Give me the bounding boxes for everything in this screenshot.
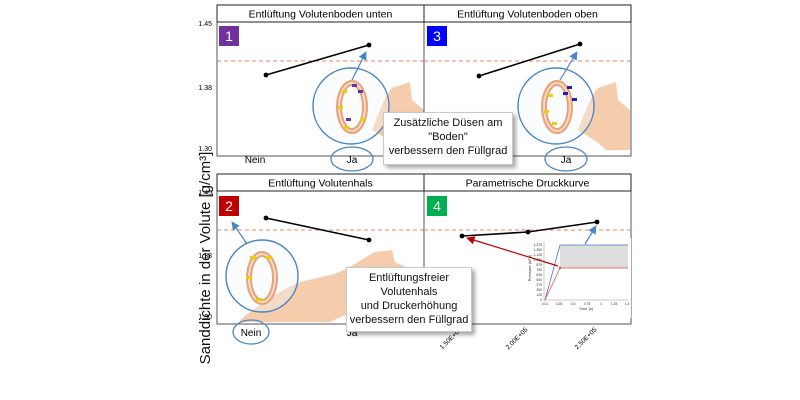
highlight-ring: [232, 319, 270, 345]
inset-y-tick: 1,250: [534, 248, 543, 252]
panel-badge-number: 4: [433, 198, 441, 214]
inset-y-tick: 125: [536, 293, 542, 297]
inset-x-tick: 1.25: [611, 302, 618, 306]
pointer-arrow: [231, 221, 248, 245]
pointer-arrow-red: [466, 236, 559, 267]
inset-band: [560, 245, 628, 268]
callout-line: "Boden": [428, 131, 468, 143]
callout-line: verbessern den Füllgrad: [349, 314, 469, 326]
inset-y-tick: 375: [536, 283, 542, 287]
callout-line: und Druckerhöhung: [360, 300, 458, 312]
y-tick-label: 1.45: [198, 21, 212, 28]
highlight-ring: [544, 146, 588, 172]
panel-badge-number: 3: [433, 28, 441, 44]
callout-line: Entlüftungsfreier: [368, 272, 450, 284]
panel-badge-number: 1: [225, 28, 233, 44]
inset-y-tick: 0: [540, 298, 542, 302]
data-point: [476, 73, 482, 79]
pointer-arrow-blue: [584, 225, 597, 245]
x-tick-label: 2.00E+05: [505, 326, 530, 351]
inset-y-tick: 250: [536, 288, 542, 292]
callout-neck-pressure-note: Entlüftungsfreier Volutenhals und Drucke…: [346, 267, 472, 332]
panel-badge: [427, 26, 447, 46]
highlight-ring: [330, 146, 374, 172]
inset-x-tick: 0.25: [556, 302, 563, 306]
series-line: [265, 217, 370, 241]
inset-y-tick: 750: [536, 268, 542, 272]
data-point: [263, 215, 269, 221]
chart-panel-2: Entlüftung Volutenhals 2 1.45 1.38 1.30 …: [198, 173, 425, 345]
inset-y-tick: 625: [536, 273, 542, 277]
inset-x-label: Time (s): [579, 306, 594, 311]
data-point: [263, 72, 269, 78]
y-tick-label: 1.30: [198, 146, 212, 153]
data-point: [594, 219, 600, 225]
chart-panel-3: Entlüftung Volutenboden oben 3 Ja: [423, 4, 632, 172]
panel-badge-number: 2: [225, 198, 233, 214]
callout-nozzles-note: Zusätzliche Düsen am "Boden" verbessern …: [383, 112, 513, 165]
inset-x-tick: 1.5: [625, 302, 630, 306]
y-tick-label: 1.45: [198, 190, 212, 197]
x-category-label: Nein: [245, 155, 266, 166]
pressure-curve-inset: Pressure (kPa) 1,375 1,250 1,125 1,000 8…: [527, 238, 631, 318]
data-point: [525, 229, 531, 235]
inset-y-tick: 1,125: [534, 253, 543, 257]
inset-y-tick: 500: [536, 278, 542, 282]
inset-x-tick: 0.01: [542, 302, 549, 306]
panel-badge: [219, 26, 239, 46]
panel-title: Entlüftung Volutenhals: [268, 178, 373, 190]
callout-line: verbessern den Füllgrad: [388, 145, 508, 157]
y-axis-label: Sanddichte in der Volute [g/cm³]: [197, 152, 214, 365]
data-point: [366, 42, 372, 48]
inset-y-label: Pressure (kPa): [527, 254, 532, 281]
callout-line: Zusätzliche Düsen am: [393, 117, 503, 129]
data-point: [366, 237, 372, 243]
callout-line: Volutenhals: [380, 286, 438, 298]
panel-badge: [427, 196, 447, 216]
x-category-label: Ja: [561, 155, 572, 166]
x-tick-label: 2.50E+05: [574, 326, 599, 351]
volute-nozzles-icon: [517, 67, 630, 150]
inset-y-tick: 1,375: [534, 243, 543, 247]
data-point: [577, 41, 583, 47]
inset-x-tick: 0.5: [571, 302, 576, 306]
y-tick-label: 1.38: [198, 85, 212, 92]
x-category-label: Ja: [347, 155, 358, 166]
panel-badge: [219, 196, 239, 216]
x-category-label: Nein: [241, 328, 262, 339]
series-line: [478, 43, 581, 77]
data-point: [459, 233, 465, 239]
pointer-arrow: [351, 51, 367, 81]
inset-y-tick: 875: [536, 263, 542, 267]
panel-title: Parametrische Druckkurve: [466, 178, 590, 190]
inset-upper-curve: [544, 244, 628, 301]
y-tick-label: 1.38: [198, 253, 212, 260]
series-line: [265, 44, 370, 76]
x-category-label: Ja: [347, 328, 358, 339]
inset-x-tick: 1: [600, 302, 602, 306]
panel-title: Entlüftung Volutenboden oben: [457, 9, 598, 21]
panel-title: Entlüftung Volutenboden unten: [249, 9, 393, 21]
y-tick-label: 1.30: [198, 314, 212, 321]
inset-x-tick: 0.75: [584, 302, 591, 306]
pointer-arrow: [559, 51, 578, 81]
